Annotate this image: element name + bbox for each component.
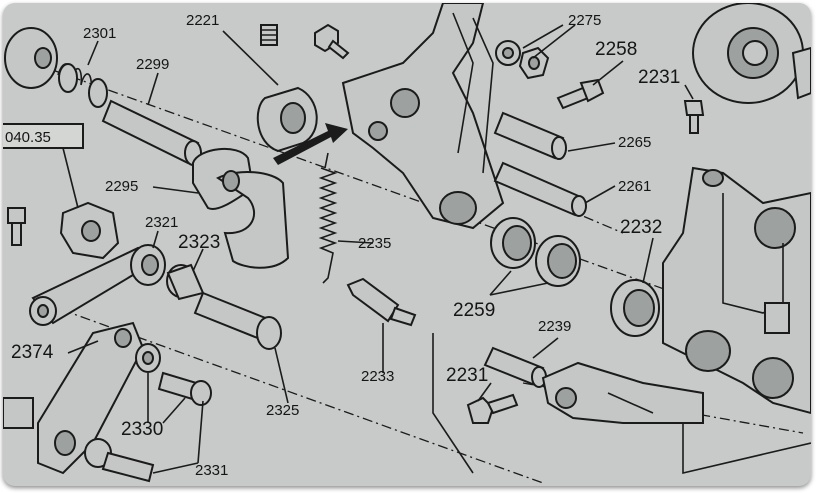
set-screw <box>260 24 278 46</box>
label-2330: 2330 <box>121 419 163 440</box>
main-bracket <box>341 3 505 230</box>
label-2232: 2232 <box>620 217 662 238</box>
label-2321: 2321 <box>145 214 178 231</box>
label-2265: 2265 <box>618 134 651 151</box>
right-lever <box>662 166 811 415</box>
bolt-2231-lower <box>466 393 519 424</box>
lower-arm <box>541 361 704 424</box>
label-2301: 2301 <box>83 25 116 42</box>
bearing-2232 <box>610 279 660 337</box>
label-2275: 2275 <box>568 12 601 29</box>
label-2233: 2233 <box>361 368 394 385</box>
label-2331: 2331 <box>195 462 228 479</box>
end-cap <box>4 27 58 89</box>
label-2231-lower: 2231 <box>446 365 488 386</box>
pulley-wheel <box>692 3 811 104</box>
label-2258: 2258 <box>595 39 637 60</box>
pin-2239 <box>483 346 547 388</box>
bushing-2330 <box>135 343 161 373</box>
bushing-2323 <box>166 263 205 301</box>
bolt-2258 <box>556 78 605 110</box>
bushing-2331 <box>84 438 155 483</box>
washer-2275 <box>495 40 521 66</box>
stud-2233 <box>346 277 417 327</box>
bolt-2231-upper <box>683 100 705 134</box>
label-2261: 2261 <box>618 178 651 195</box>
label-2231-upper: 2231 <box>638 67 680 88</box>
lower-link <box>37 321 145 475</box>
bolt-top <box>314 23 350 60</box>
label-2299: 2299 <box>136 56 169 73</box>
label-2235: 2235 <box>358 235 391 252</box>
pointer-arrow <box>273 123 348 165</box>
label-2325: 2325 <box>266 402 299 419</box>
label-2295: 2295 <box>105 178 138 195</box>
label-2221: 2221 <box>186 12 219 29</box>
label-2374: 2374 <box>11 342 54 363</box>
block-left-bottom <box>3 397 34 429</box>
pin-2265 <box>493 111 567 160</box>
leader-lines <box>62 24 694 474</box>
pin-2325 <box>193 291 282 350</box>
link-2321 <box>29 244 166 326</box>
bracket-left <box>59 201 120 260</box>
collar-2221 <box>256 86 318 153</box>
label-2323: 2323 <box>178 232 220 253</box>
reference-box <box>3 123 84 149</box>
shaft-2299 <box>101 99 202 166</box>
bearing-2259b <box>535 235 581 287</box>
split-clamp-2295 <box>192 147 290 269</box>
centerline-upper <box>32 62 704 304</box>
coil-spring-2301 <box>57 63 108 108</box>
tension-spring-2235 <box>318 152 338 284</box>
exploded-parts-diagram: 040.35 2221 2275 2301 2299 2258 2231 226… <box>3 3 811 484</box>
bearing-2259a <box>490 217 536 269</box>
label-2259: 2259 <box>453 300 495 321</box>
diagram-frame: 040.35 2221 2275 2301 2299 2258 2231 226… <box>3 3 811 486</box>
dash-vertical <box>432 333 811 475</box>
pin-2261 <box>493 161 587 217</box>
nut-2275 <box>518 46 550 80</box>
label-2239: 2239 <box>538 318 571 335</box>
reference-box-text: 040.35 <box>5 129 51 146</box>
pin-2330 <box>157 371 212 406</box>
screw-left <box>7 207 26 246</box>
